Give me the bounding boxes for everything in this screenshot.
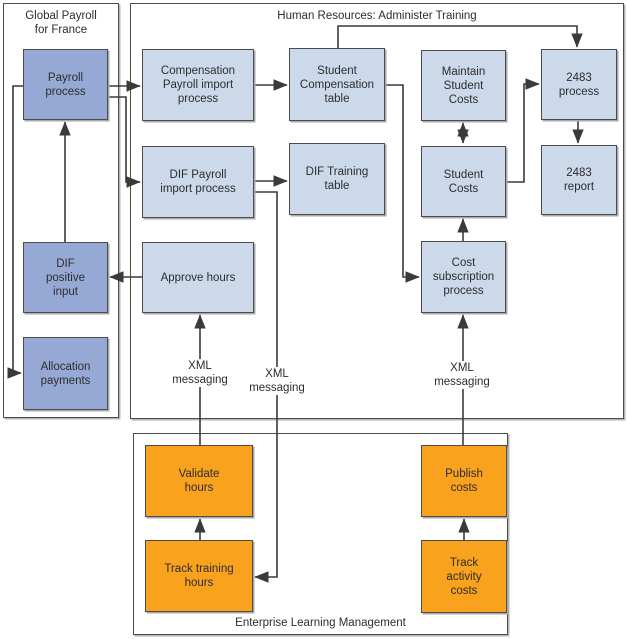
node-dif-positive-input: DIF positive input <box>23 242 108 313</box>
arrow-student-table-to-cost-subscription <box>385 84 420 283</box>
node-student-costs: Student Costs <box>421 146 506 217</box>
arrow-payroll-to-allocation <box>7 85 23 379</box>
node-publish-costs: Publish costs <box>421 445 507 517</box>
arrow-student-costs-to-2483-process <box>506 78 540 183</box>
node-compensation-payroll-import: Compensation Payroll import process <box>142 49 254 121</box>
container-global-payroll-title: Global Payroll for France <box>25 10 97 36</box>
node-dif-training-table: DIF Training table <box>289 143 385 215</box>
node-allocation-payments: Allocation payments <box>23 337 108 410</box>
arrow-payroll-to-dif-import <box>108 96 141 188</box>
node-cost-subscription-process: Cost subscription process <box>421 241 506 313</box>
node-student-compensation-table: Student Compensation table <box>289 48 385 121</box>
label-xml-messaging-3: XML messaging <box>429 361 495 389</box>
label-xml-messaging-1: XML messaging <box>167 359 233 387</box>
arrow-student-table-to-2483-process <box>337 25 583 48</box>
node-validate-hours: Validate hours <box>145 445 253 517</box>
node-dif-payroll-import: DIF Payroll import process <box>142 146 254 218</box>
node-2483-process: 2483 process <box>541 49 617 120</box>
node-approve-hours: Approve hours <box>142 242 254 313</box>
node-track-training-hours: Track training hours <box>145 540 253 612</box>
node-maintain-student-costs: Maintain Student Costs <box>421 50 506 121</box>
node-2483-report: 2483 report <box>541 145 617 215</box>
label-xml-messaging-2: XML messaging <box>244 367 310 395</box>
container-elm-title: Enterprise Learning Management <box>235 617 406 629</box>
container-human-resources-title: Human Resources: Administer Training <box>277 10 477 22</box>
node-track-activity-costs: Track activity costs <box>421 540 507 613</box>
node-payroll-process: Payroll process <box>23 49 108 120</box>
